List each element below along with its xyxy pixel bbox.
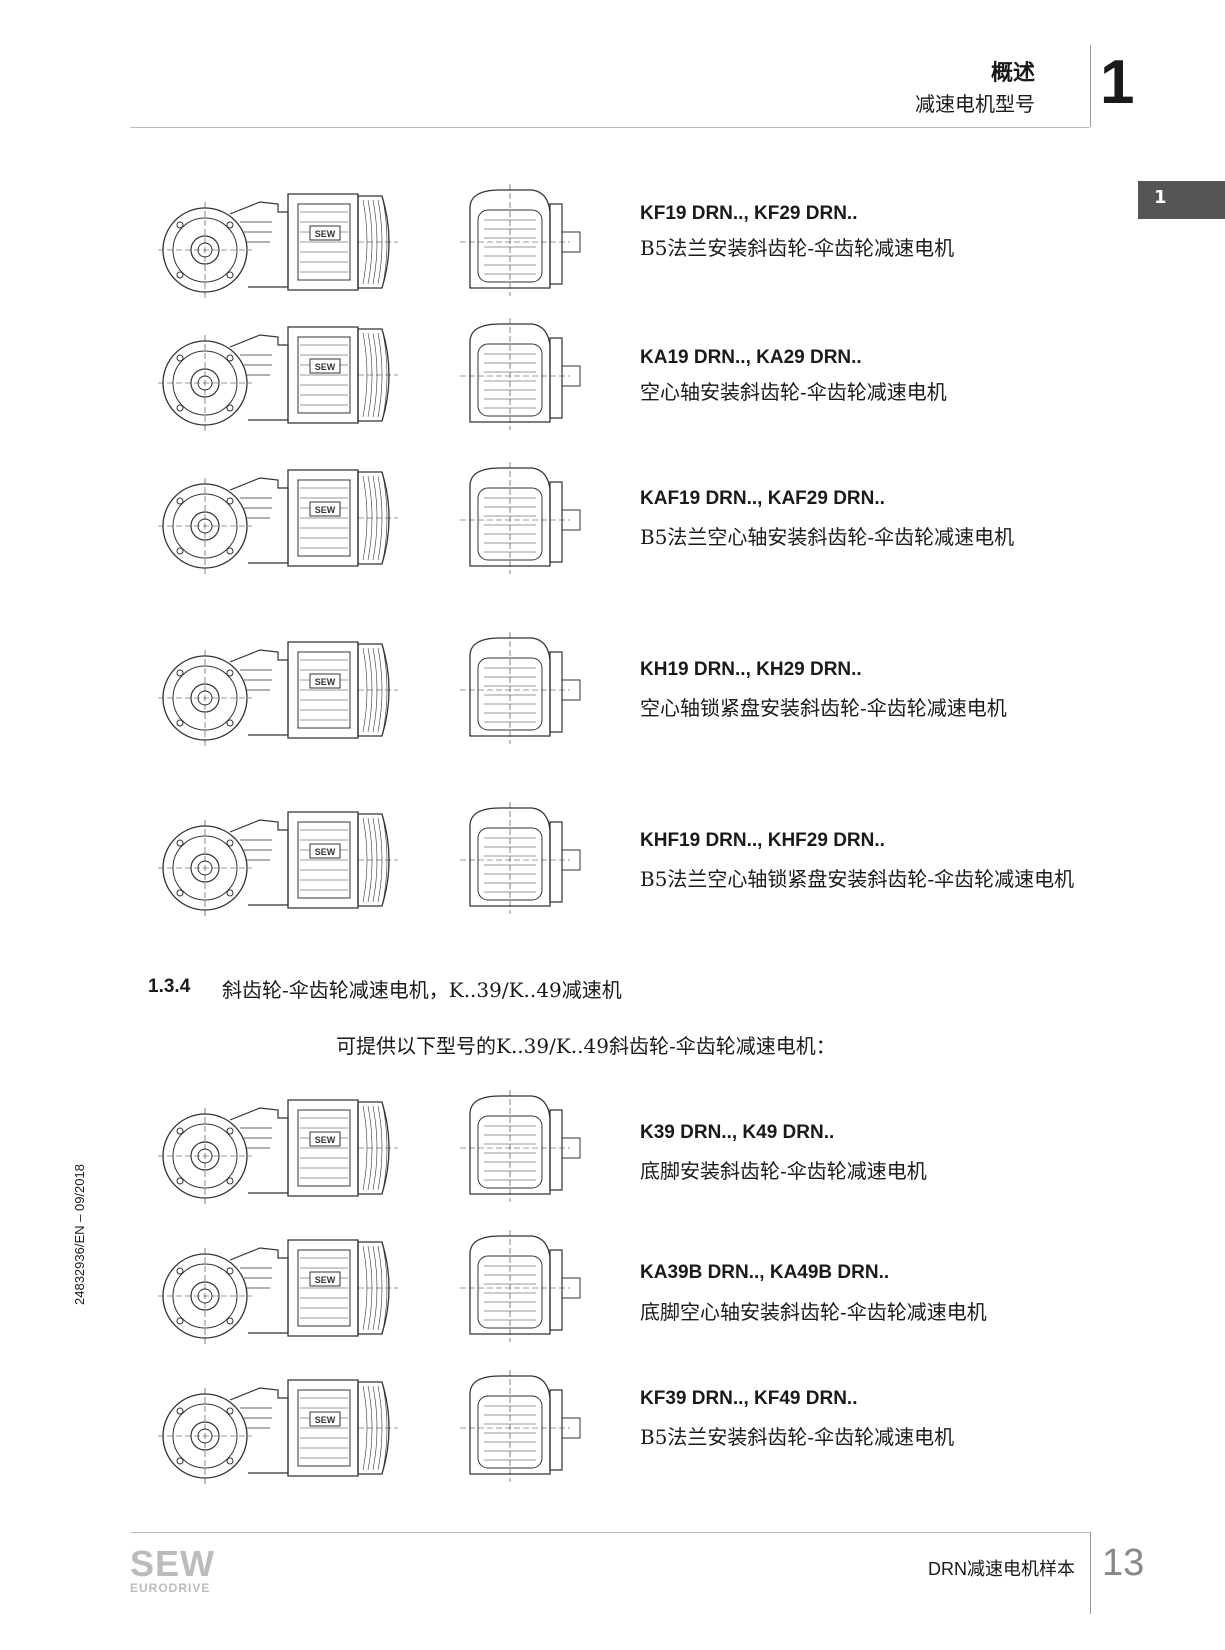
gearmotor-end-view-drawing <box>450 322 590 432</box>
gearmotor-side-view-drawing: SEW <box>160 1378 420 1488</box>
chapter-tab[interactable]: 1 <box>1138 181 1225 219</box>
svg-text:SEW: SEW <box>315 1275 336 1285</box>
section-number: 1.3.4 <box>148 976 191 997</box>
svg-text:SEW: SEW <box>315 1135 336 1145</box>
gearmotor-side-view-drawing: SEW <box>160 325 420 435</box>
gearmotor-end-view-drawing <box>450 188 590 298</box>
section-title: 斜齿轮-伞齿轮减速电机，K..39/K..49减速机 <box>222 978 622 1002</box>
product-description: 底脚安装斜齿轮-伞齿轮减速电机 <box>640 1159 927 1183</box>
product-code: KH19 DRN.., KH29 DRN.. <box>640 659 862 680</box>
header-divider <box>1090 45 1091 127</box>
gearmotor-side-view-drawing: SEW <box>160 810 420 920</box>
product-description: 空心轴锁紧盘安装斜齿轮-伞齿轮减速电机 <box>640 696 1007 720</box>
gearmotor-side-view-drawing: SEW <box>160 192 420 302</box>
gearmotor-end-view-drawing <box>450 1234 590 1344</box>
product-code: KA19 DRN.., KA29 DRN.. <box>640 347 862 368</box>
footer-rule <box>130 1532 1090 1533</box>
product-description: B5法兰空心轴锁紧盘安装斜齿轮-伞齿轮减速电机 <box>640 867 1075 891</box>
svg-text:SEW: SEW <box>315 677 336 687</box>
document-code: 24832936/EN – 09/2018 <box>72 1164 87 1305</box>
chapter-subtitle: 减速电机型号 <box>915 92 1035 116</box>
svg-text:SEW: SEW <box>315 847 336 857</box>
gearmotor-end-view-drawing <box>450 806 590 916</box>
footer-divider <box>1090 1532 1091 1614</box>
product-description: 底脚空心轴安装斜齿轮-伞齿轮减速电机 <box>640 1300 987 1324</box>
header-rule <box>130 127 1090 128</box>
footer-title: DRN减速电机样本 <box>928 1559 1075 1579</box>
gearmotor-side-view-drawing: SEW <box>160 640 420 750</box>
gearmotor-side-view-drawing: SEW <box>160 1238 420 1348</box>
svg-text:SEW: SEW <box>315 229 336 239</box>
chapter-number: 1 <box>1100 48 1135 117</box>
product-description: B5法兰安装斜齿轮-伞齿轮减速电机 <box>640 1425 955 1449</box>
page-number: 13 <box>1102 1542 1145 1584</box>
gearmotor-end-view-drawing <box>450 466 590 576</box>
product-description: B5法兰空心轴安装斜齿轮-伞齿轮减速电机 <box>640 525 1015 549</box>
gearmotor-end-view-drawing <box>450 636 590 746</box>
gearmotor-end-view-drawing <box>450 1094 590 1204</box>
product-code: KAF19 DRN.., KAF29 DRN.. <box>640 488 885 509</box>
product-code: K39 DRN.., K49 DRN.. <box>640 1122 835 1143</box>
product-code: KHF19 DRN.., KHF29 DRN.. <box>640 830 885 851</box>
product-description: B5法兰安装斜齿轮-伞齿轮减速电机 <box>640 236 955 260</box>
sew-eurodrive-logo: SEW EURODRIVE <box>130 1543 216 1595</box>
product-code: KF39 DRN.., KF49 DRN.. <box>640 1388 858 1409</box>
product-code: KF19 DRN.., KF29 DRN.. <box>640 203 858 224</box>
chapter-title: 概述 <box>990 61 1035 86</box>
svg-text:SEW: SEW <box>315 1415 336 1425</box>
gearmotor-side-view-drawing: SEW <box>160 468 420 578</box>
product-description: 空心轴安装斜齿轮-伞齿轮减速电机 <box>640 380 947 404</box>
product-code: KA39B DRN.., KA49B DRN.. <box>640 1262 890 1283</box>
svg-text:SEW: SEW <box>315 505 336 515</box>
svg-text:SEW: SEW <box>315 362 336 372</box>
gearmotor-end-view-drawing <box>450 1374 590 1484</box>
section-intro: 可提供以下型号的K..39/K..49斜齿轮-伞齿轮减速电机： <box>336 1034 836 1058</box>
gearmotor-side-view-drawing: SEW <box>160 1098 420 1208</box>
